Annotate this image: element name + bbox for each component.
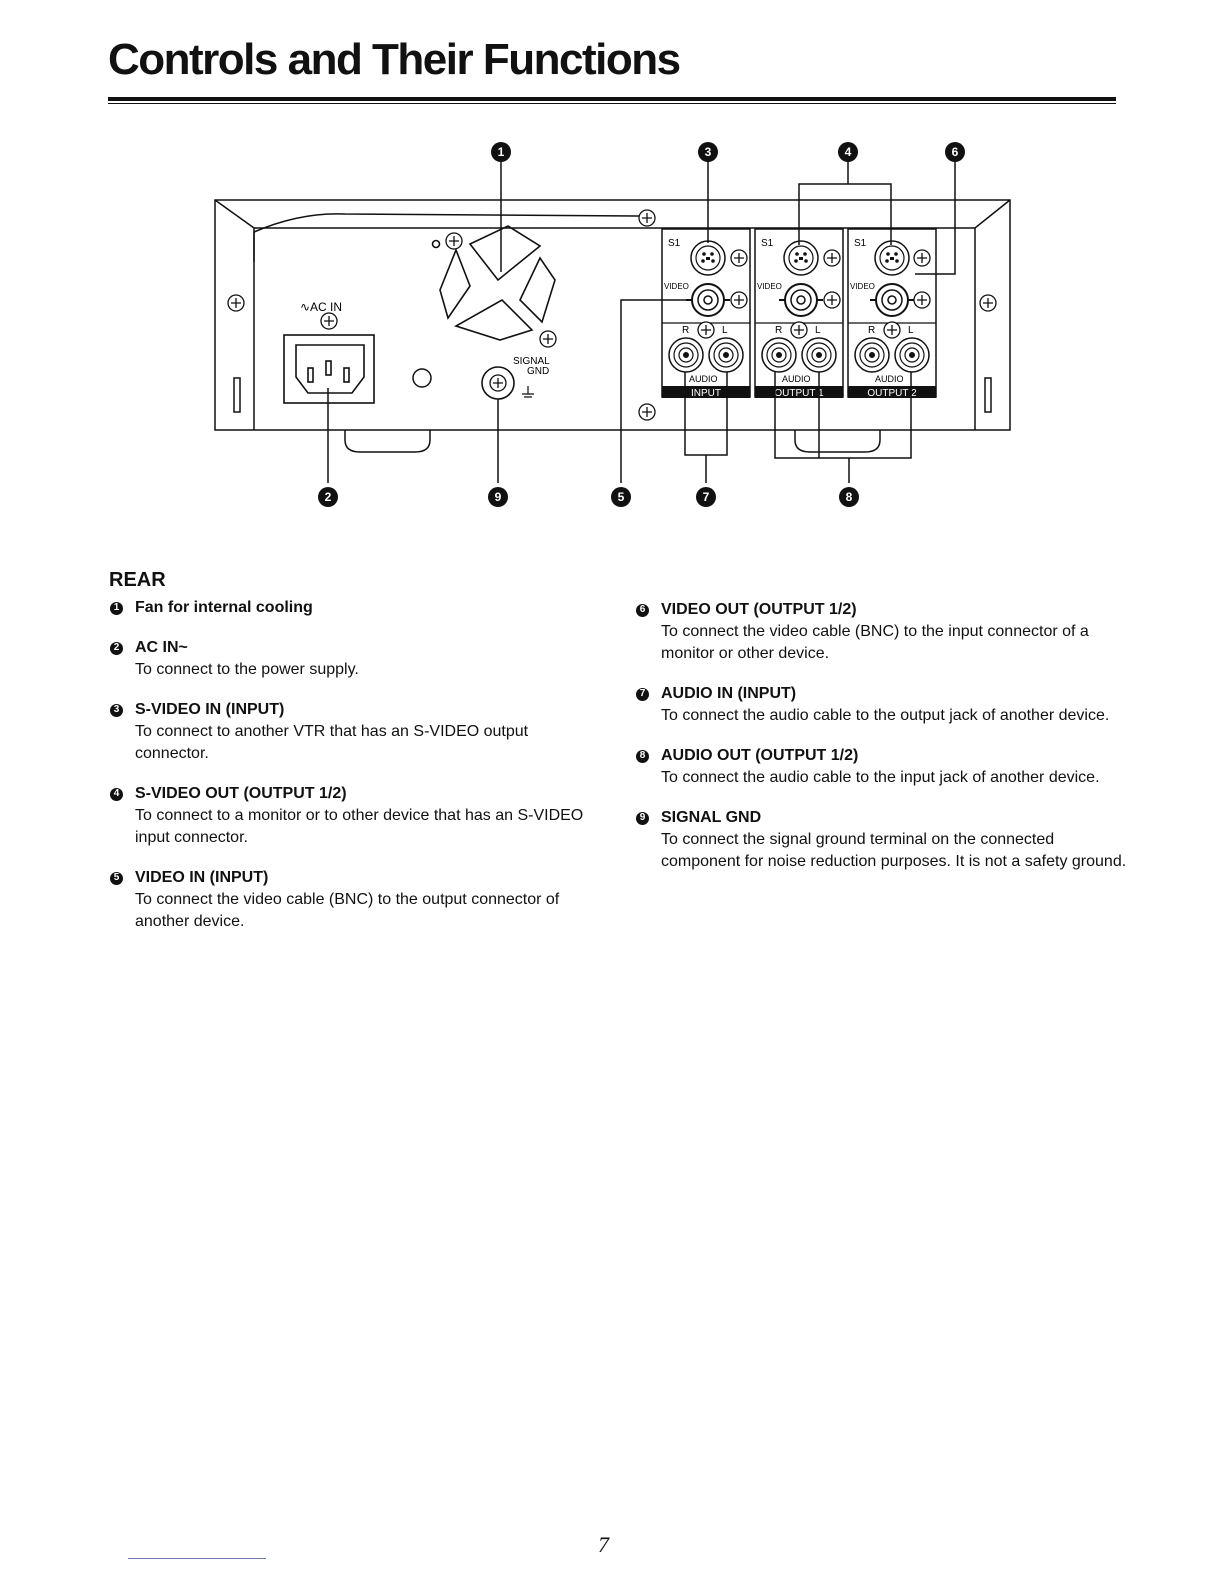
audio-label: AUDIO [875, 374, 904, 384]
callout-8: 8 [839, 487, 859, 507]
item-title: VIDEO IN (INPUT) [135, 869, 269, 886]
callout-1: 1 [491, 142, 511, 162]
item-1: 1 Fan for internal cooling [110, 597, 590, 619]
output2-block-label: OUTPUT 2 [867, 388, 917, 399]
callout-5: 5 [611, 487, 631, 507]
item-4: 4 S-VIDEO OUT (OUTPUT 1/2) To connect to … [110, 783, 590, 849]
items-column-right: 6 VIDEO OUT (OUTPUT 1/2) To connect the v… [636, 599, 1136, 891]
chassis [214, 199, 1011, 453]
gnd-label: GND [527, 366, 549, 377]
s1-label: S1 [854, 238, 867, 249]
video-label: VIDEO [757, 282, 782, 291]
r-label: R [868, 325, 875, 336]
callout-3: 3 [698, 142, 718, 162]
number-badge: 3 [110, 703, 123, 717]
item-description: To connect the video cable (BNC) to the … [135, 891, 560, 930]
r-label: R [775, 325, 782, 336]
number-badge: 4 [110, 787, 123, 801]
number-badge: 5 [110, 871, 123, 885]
s1-label: S1 [761, 238, 774, 249]
page-number: 7 [598, 1532, 609, 1557]
item-title: AUDIO IN (INPUT) [661, 685, 797, 702]
callout-6: 6 [945, 142, 965, 162]
item-title: Fan for internal cooling [135, 599, 313, 616]
rear-panel-diagram: ∿AC IN SIGNAL GND S1 VIDEO R L AUDIO INP… [214, 142, 1011, 507]
audio-label: AUDIO [689, 374, 718, 384]
svg-text:9: 9 [495, 490, 502, 504]
svg-text:1: 1 [498, 145, 505, 159]
number-badge: 8 [636, 749, 649, 763]
item-title: AC IN~ [135, 639, 188, 656]
output1-block-label: OUTPUT 1 [774, 388, 824, 399]
item-description: To connect the audio cable to the output… [661, 707, 1110, 724]
video-label: VIDEO [850, 282, 875, 291]
s1-label: S1 [668, 238, 681, 249]
callout-9: 9 [488, 487, 508, 507]
leader-lines [327, 160, 956, 483]
item-5: 5 VIDEO IN (INPUT) To connect the video c… [110, 867, 590, 933]
page-title: Controls and Their Functions [108, 35, 681, 84]
r-label: R [682, 325, 689, 336]
connector-block-output2: S1 VIDEO R L AUDIO OUTPUT 2 [847, 228, 937, 399]
item-description: To connect to the power supply. [135, 661, 359, 678]
audio-label: AUDIO [782, 374, 811, 384]
number-badge: 9 [636, 811, 649, 825]
item-title: SIGNAL GND [661, 809, 762, 826]
item-6: 6 VIDEO OUT (OUTPUT 1/2) To connect the v… [636, 599, 1136, 665]
item-title: VIDEO OUT (OUTPUT 1/2) [661, 601, 857, 618]
item-description: To connect to a monitor or to other devi… [135, 807, 584, 846]
l-label: L [908, 325, 914, 336]
svg-text:3: 3 [705, 145, 712, 159]
item-title: S-VIDEO IN (INPUT) [135, 701, 285, 718]
svg-text:6: 6 [952, 145, 959, 159]
hole [412, 368, 432, 388]
fan [431, 225, 556, 341]
item-3: 3 S-VIDEO IN (INPUT) To connect to anothe… [110, 699, 590, 765]
callout-2: 2 [318, 487, 338, 507]
svg-text:2: 2 [325, 490, 332, 504]
svg-text:4: 4 [845, 145, 852, 159]
number-badge: 7 [636, 687, 649, 701]
video-label: VIDEO [664, 282, 689, 291]
callout-7: 7 [696, 487, 716, 507]
item-description: To connect the video cable (BNC) to the … [661, 623, 1089, 662]
item-8: 8 AUDIO OUT (OUTPUT 1/2) To connect the a… [636, 745, 1136, 789]
signal-label: SIGNAL [513, 356, 550, 367]
ac-in-label: ∿AC IN [300, 300, 342, 314]
items-column-left: 1 Fan for internal cooling 2 AC IN~ To con… [110, 597, 590, 951]
input-block-label: INPUT [691, 388, 721, 399]
l-label: L [722, 325, 728, 336]
svg-text:7: 7 [703, 490, 710, 504]
svg-text:5: 5 [618, 490, 625, 504]
ac-inlet [283, 334, 375, 404]
title-rule-thin [108, 103, 1116, 104]
item-9: 9 SIGNAL GND To connect the signal ground… [636, 807, 1136, 873]
number-badge: 6 [636, 603, 649, 617]
item-description: To connect to another VTR that has an S-… [135, 723, 529, 762]
item-description: To connect the signal ground terminal on… [661, 831, 1127, 870]
footer-rule [128, 1558, 266, 1559]
item-7: 7 AUDIO IN (INPUT) To connect the audio c… [636, 683, 1136, 727]
item-2: 2 AC IN~ To connect to the power supply. [110, 637, 590, 681]
section-heading: REAR [109, 569, 166, 591]
item-description: To connect the audio cable to the input … [661, 769, 1100, 786]
title-rule-thick [108, 97, 1116, 101]
item-title: AUDIO OUT (OUTPUT 1/2) [661, 747, 859, 764]
item-title: S-VIDEO OUT (OUTPUT 1/2) [135, 785, 347, 802]
l-label: L [815, 325, 821, 336]
number-badge: 2 [110, 641, 123, 655]
number-badge: 1 [110, 601, 123, 615]
svg-text:8: 8 [846, 490, 853, 504]
callout-4: 4 [838, 142, 858, 162]
